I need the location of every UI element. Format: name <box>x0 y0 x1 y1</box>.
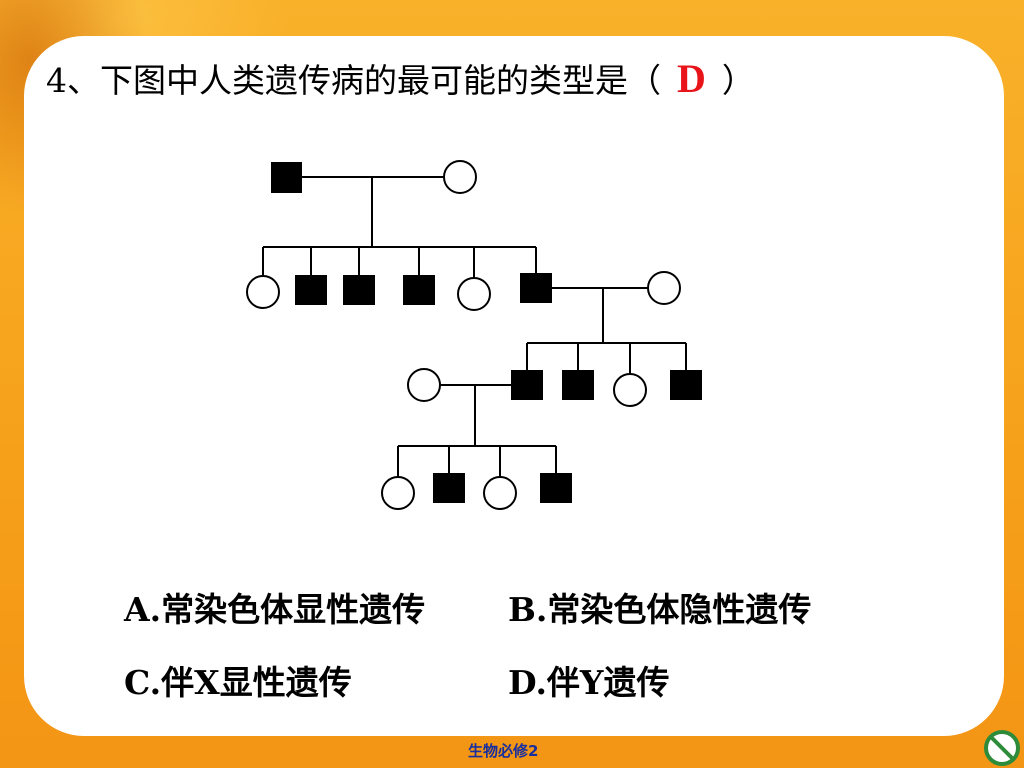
affected-male-gen4-2 <box>540 473 572 503</box>
option-b: B.常染色体隐性遗传 <box>508 590 812 629</box>
unaffected-female-gen4-1 <box>381 476 415 510</box>
option-a: A.常染色体显性遗传 <box>124 590 426 629</box>
option-d: D.伴Y遗传 <box>508 663 670 702</box>
answer-letter: D <box>677 56 706 101</box>
unaffected-female-gen2-1 <box>246 275 280 309</box>
question-close-paren: ） <box>721 61 755 100</box>
affected-male-gen1 <box>271 162 302 193</box>
unaffected-female-gen4-2 <box>483 476 517 510</box>
unaffected-female-gen2-2 <box>457 277 491 311</box>
affected-male-gen3-2 <box>562 370 594 400</box>
affected-male-gen3-3 <box>670 370 702 400</box>
unaffected-female-gen3-spouse <box>407 368 441 402</box>
unaffected-female-gen1 <box>443 160 477 194</box>
affected-male-gen2-2 <box>343 275 375 305</box>
no-entry-navigation-icon[interactable] <box>984 730 1020 766</box>
question-text: 4、下图中人类遗传病的最可能的类型是（ <box>46 61 661 100</box>
affected-male-gen2-3 <box>403 275 435 305</box>
unaffected-female-gen2-spouse <box>647 271 681 305</box>
affected-male-gen2-1 <box>295 275 327 305</box>
affected-male-gen3-1 <box>511 370 543 400</box>
option-c: C.伴X显性遗传 <box>124 663 352 702</box>
question-title: 4、下图中人类遗传病的最可能的类型是（ D ） <box>46 54 755 104</box>
affected-male-gen2-4 <box>520 273 552 303</box>
footer-label: 生物必修2 <box>468 742 539 760</box>
unaffected-female-gen3-1 <box>613 373 647 407</box>
affected-male-gen4-1 <box>433 473 465 503</box>
